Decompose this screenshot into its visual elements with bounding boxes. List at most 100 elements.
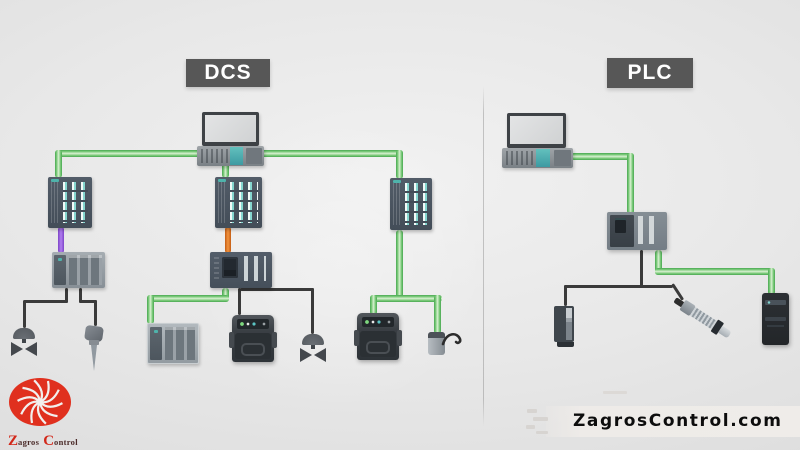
network-bus-segment — [434, 295, 441, 334]
transmitter-collar — [89, 340, 99, 345]
network-bus-segment — [627, 153, 634, 214]
drive-label-band — [767, 325, 784, 327]
drive-display — [237, 319, 269, 329]
vfd-drive-center — [229, 315, 277, 362]
network-bus-segment — [55, 150, 62, 178]
valve-neck — [22, 339, 26, 343]
drive-label-band — [765, 300, 786, 305]
proximity-sensor-icon — [673, 296, 744, 348]
encoder-motor-icon — [426, 328, 466, 358]
valve-actuator — [13, 328, 35, 339]
sensor-lens — [566, 308, 572, 340]
network-bus-segment — [655, 250, 662, 275]
field-wire-segment — [640, 285, 673, 288]
network-bus-segment — [768, 268, 775, 295]
field-wire-segment — [564, 285, 567, 306]
plc-title-text: PLC — [627, 61, 673, 84]
website-watermark-band: ZagrosControl.com — [546, 406, 800, 437]
glitch-dash — [526, 425, 535, 429]
field-wire-segment — [640, 250, 643, 287]
valve-neck — [311, 345, 315, 349]
network-bus-segment — [571, 153, 634, 160]
drive-display — [362, 317, 394, 327]
field-wire-segment — [24, 300, 68, 303]
plc-title-label: PLC — [607, 58, 693, 88]
dcs-cpu-module-center — [210, 252, 272, 288]
transmitter-probe-icon — [84, 324, 106, 372]
field-wire-segment — [79, 300, 97, 303]
valve-body-left — [300, 348, 312, 362]
network-bus-segment — [370, 295, 442, 302]
network-bus-segment — [370, 295, 377, 315]
transmitter-stem — [91, 345, 97, 371]
sensor-tip — [718, 325, 732, 339]
dcs-server-rack — [197, 146, 264, 166]
control-valve-icon — [299, 334, 327, 363]
dcs-operator-monitor — [202, 112, 259, 146]
logo-letter-c: C — [43, 433, 55, 449]
plc-operator-monitor — [507, 113, 566, 148]
module-label-chip — [51, 179, 59, 182]
network-bus-segment — [147, 295, 229, 302]
dcs-title-text: DCS — [204, 61, 252, 84]
backplane-cable-purple — [58, 228, 64, 252]
control-valve-icon — [10, 328, 38, 357]
cpu-display — [615, 218, 626, 233]
website-url: ZagrosControl.com — [573, 411, 783, 431]
plc-vfd-drive — [762, 293, 789, 345]
field-wire-segment — [65, 288, 68, 303]
valve-body-left — [11, 342, 23, 356]
rack-cpu-module — [536, 149, 550, 167]
network-bus-segment — [222, 163, 229, 178]
field-wire-segment — [240, 288, 314, 291]
module-label-chip — [393, 180, 401, 183]
logo-word-ontrol: ontrol — [54, 437, 78, 447]
logo-word-agros: agros — [18, 437, 40, 447]
cpu-display — [222, 257, 238, 278]
network-bus-segment — [396, 150, 403, 179]
module-label-chip — [58, 258, 62, 261]
rack-cpu-module — [230, 147, 243, 165]
vfd-drive-right — [354, 313, 402, 360]
network-bus-segment — [655, 268, 775, 275]
section-divider — [483, 86, 484, 426]
encoder-cable-icon — [441, 333, 462, 346]
drive-label-band — [765, 317, 786, 321]
glitch-dash — [533, 417, 548, 421]
encoder-cap — [428, 332, 445, 338]
field-wire-segment — [23, 300, 26, 328]
valve-actuator — [302, 334, 324, 345]
dcs-controller-rack-right — [390, 178, 432, 230]
network-bus-segment — [147, 295, 154, 324]
glitch-dash — [536, 431, 548, 434]
plc-cpu-module — [607, 212, 667, 250]
logo-letter-z: Z — [8, 433, 19, 449]
logo-pinwheel-icon — [9, 378, 71, 426]
drive-panel — [360, 331, 396, 357]
plc-server-rack — [502, 148, 573, 168]
field-wire-segment — [79, 288, 82, 303]
backplane-cable-orange — [225, 228, 231, 252]
photoelectric-sensor-icon — [554, 306, 578, 348]
module-label-chip — [218, 179, 226, 182]
valve-body-right — [25, 342, 37, 356]
dcs-io-rack-small — [147, 323, 199, 364]
glitch-dash — [603, 391, 627, 394]
field-wire-segment — [238, 288, 241, 315]
dcs-title-label: DCS — [186, 59, 270, 87]
valve-body-right — [314, 348, 326, 362]
field-wire-segment — [94, 300, 97, 326]
network-bus-segment — [396, 230, 403, 300]
dcs-controller-rack-left — [48, 177, 92, 228]
dcs-remote-io-left — [52, 252, 105, 288]
module-label-chip — [154, 330, 158, 333]
sensor-base — [557, 342, 574, 347]
glitch-dash — [527, 409, 537, 413]
field-wire-segment — [564, 285, 643, 288]
field-wire-segment — [311, 288, 314, 334]
dcs-controller-rack-center — [215, 177, 262, 228]
drive-panel — [235, 333, 271, 359]
